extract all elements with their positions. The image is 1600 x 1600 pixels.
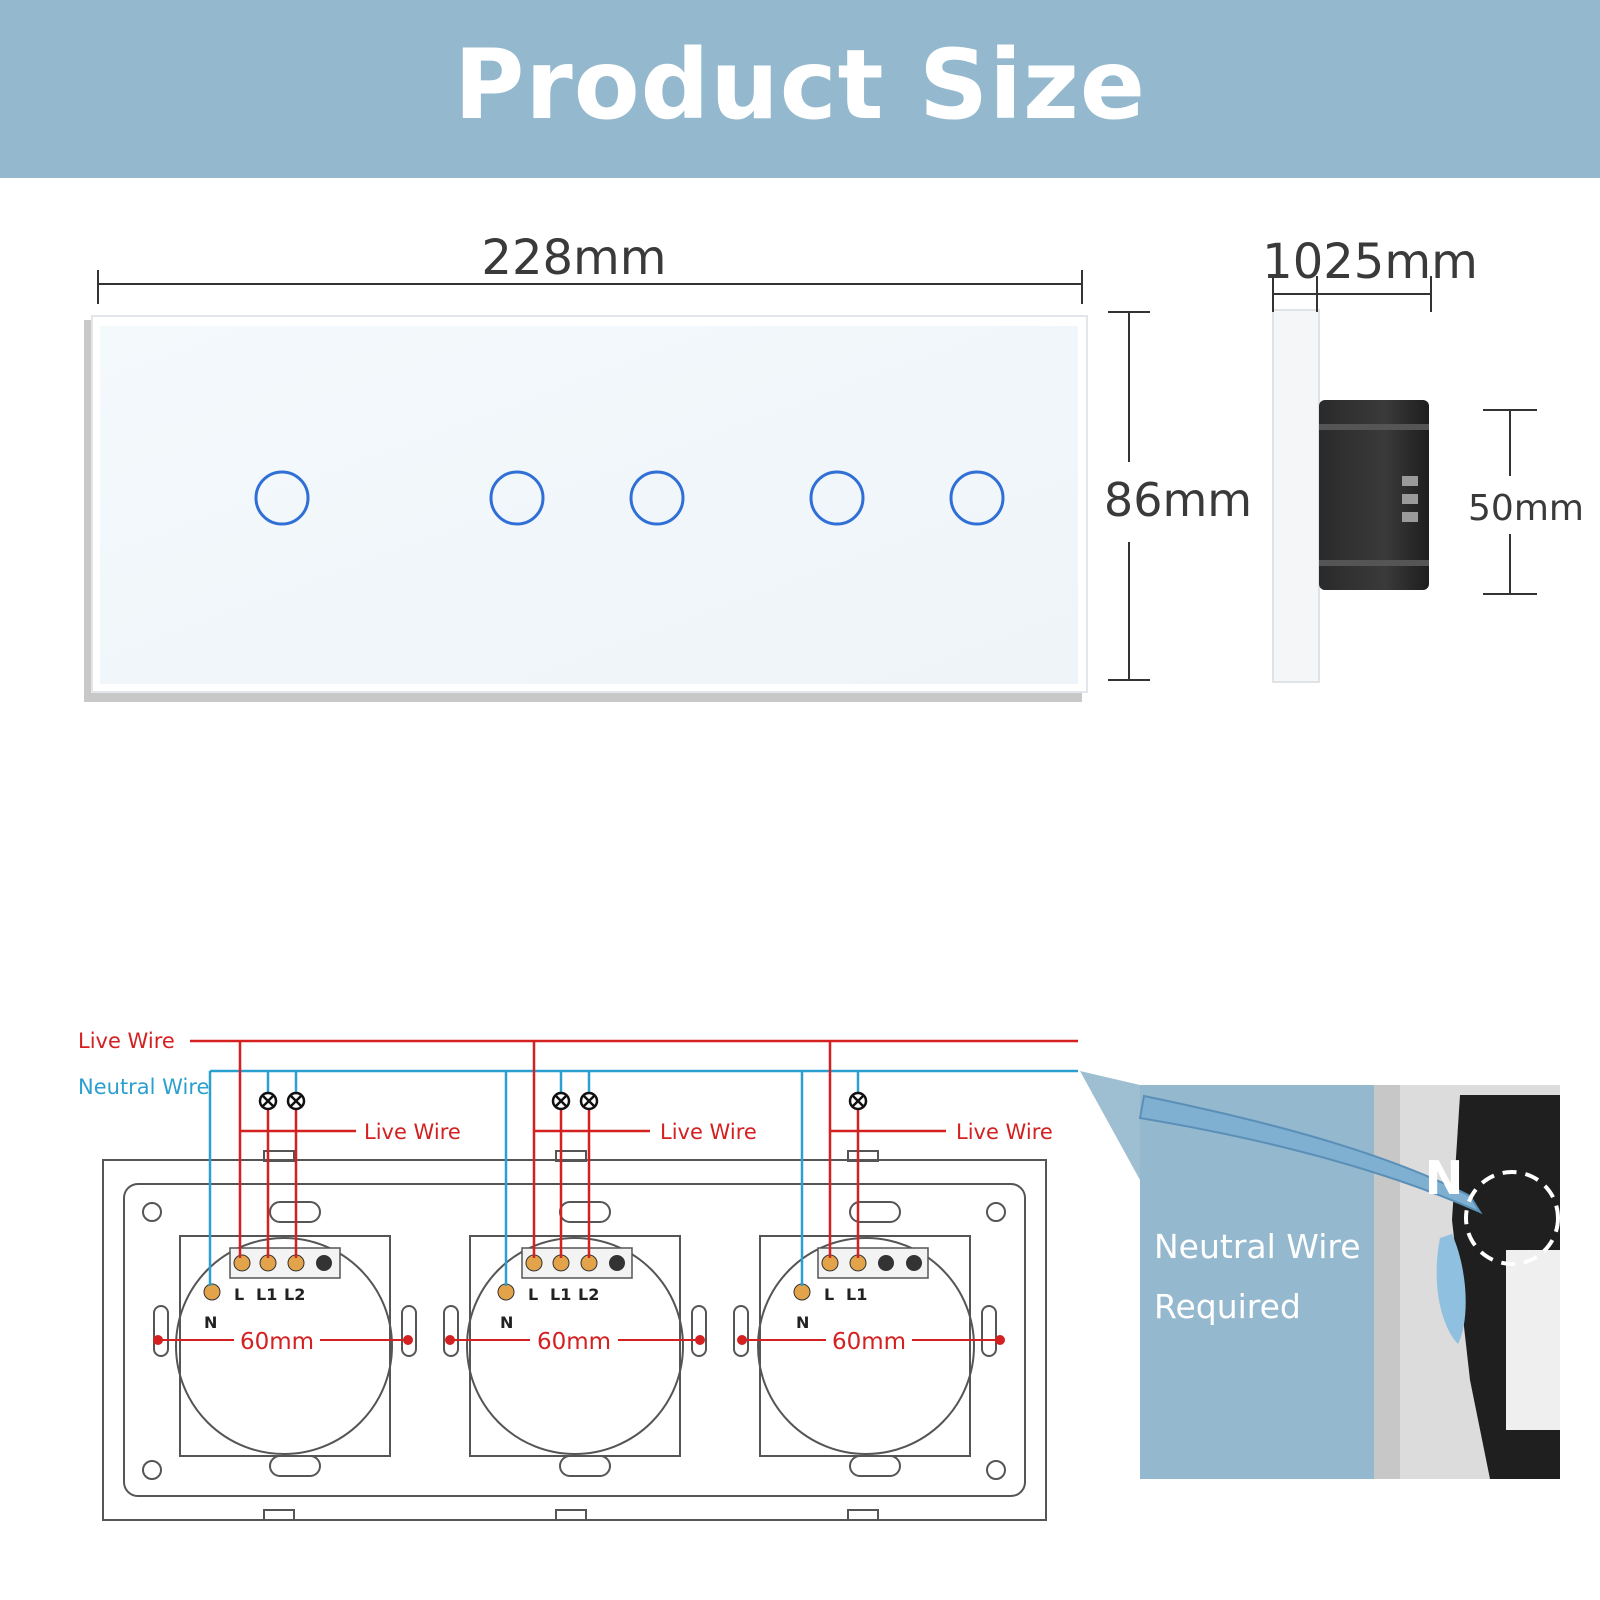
- touch-button-icon: [809, 470, 865, 526]
- touch-buttons: [254, 470, 1005, 526]
- branch-live-label-1: Live Wire: [364, 1120, 461, 1144]
- terminal-l-label: L: [528, 1285, 538, 1304]
- page-title: Product Size: [454, 29, 1146, 141]
- neutral-wire-label: Neutral Wire: [78, 1075, 209, 1099]
- box-height-dimension: 50mm: [1468, 409, 1584, 595]
- touch-button-icon: [489, 470, 545, 526]
- height-label: 86mm: [1104, 473, 1252, 527]
- terminal-l-label: L: [234, 1285, 244, 1304]
- module-spacing-label-3: 60mm: [832, 1329, 906, 1355]
- header-banner: Product Size: [0, 0, 1600, 178]
- photo-caption-line2: Required: [1154, 1287, 1301, 1326]
- touch-button-icon: [949, 470, 1005, 526]
- terminal-l1-label: L1: [550, 1285, 571, 1304]
- panel-glass: [100, 326, 1078, 684]
- photo-n-marker: N: [1425, 1151, 1464, 1205]
- panel-side-view: [1272, 309, 1429, 683]
- height-dimension: 86mm: [1104, 311, 1252, 681]
- depth-label: 1025mm: [1262, 234, 1478, 290]
- branch-live-label-3: Live Wire: [956, 1120, 1053, 1144]
- neutral-wire-photo: N Neutral Wire Required: [1138, 1085, 1560, 1479]
- terminal-l-label: L: [824, 1285, 834, 1304]
- terminal-n-label: N: [796, 1313, 809, 1332]
- terminal-l1-label: L1: [846, 1285, 867, 1304]
- terminal-n-label: N: [500, 1313, 513, 1332]
- depth-dimension: 1025mm: [1262, 234, 1478, 312]
- lamp-icon: [286, 1091, 306, 1111]
- terminal-l2-label: L2: [284, 1285, 305, 1304]
- photo-caption-line1: Neutral Wire: [1154, 1227, 1361, 1266]
- terminal-n-label: N: [204, 1313, 217, 1332]
- touch-button-icon: [254, 470, 310, 526]
- terminal-l2-label: L2: [578, 1285, 599, 1304]
- width-label: 228mm: [481, 230, 666, 286]
- side-box: [1319, 400, 1429, 590]
- live-wire-label: Live Wire: [78, 1029, 175, 1053]
- touch-button-icon: [629, 470, 685, 526]
- box-height-label: 50mm: [1468, 488, 1584, 529]
- lamp-icon: [579, 1091, 599, 1111]
- side-glass: [1272, 309, 1320, 683]
- switch-module-1: [142, 1201, 417, 1480]
- switch-module-2: [443, 1201, 707, 1477]
- module-spacing-label-2: 60mm: [537, 1329, 611, 1355]
- branch-live-label-2: Live Wire: [660, 1120, 757, 1144]
- width-dimension: 228mm: [97, 230, 1083, 304]
- lamp-icon: [551, 1091, 571, 1111]
- lamp-icon: [848, 1091, 868, 1111]
- wiring-diagram: Live Wire Neutral Wire: [78, 1029, 1140, 1521]
- panel-front-view: [84, 315, 1088, 702]
- terminal-l1-label: L1: [256, 1285, 277, 1304]
- lamp-icon: [258, 1091, 278, 1111]
- module-spacing-label-1: 60mm: [240, 1329, 314, 1355]
